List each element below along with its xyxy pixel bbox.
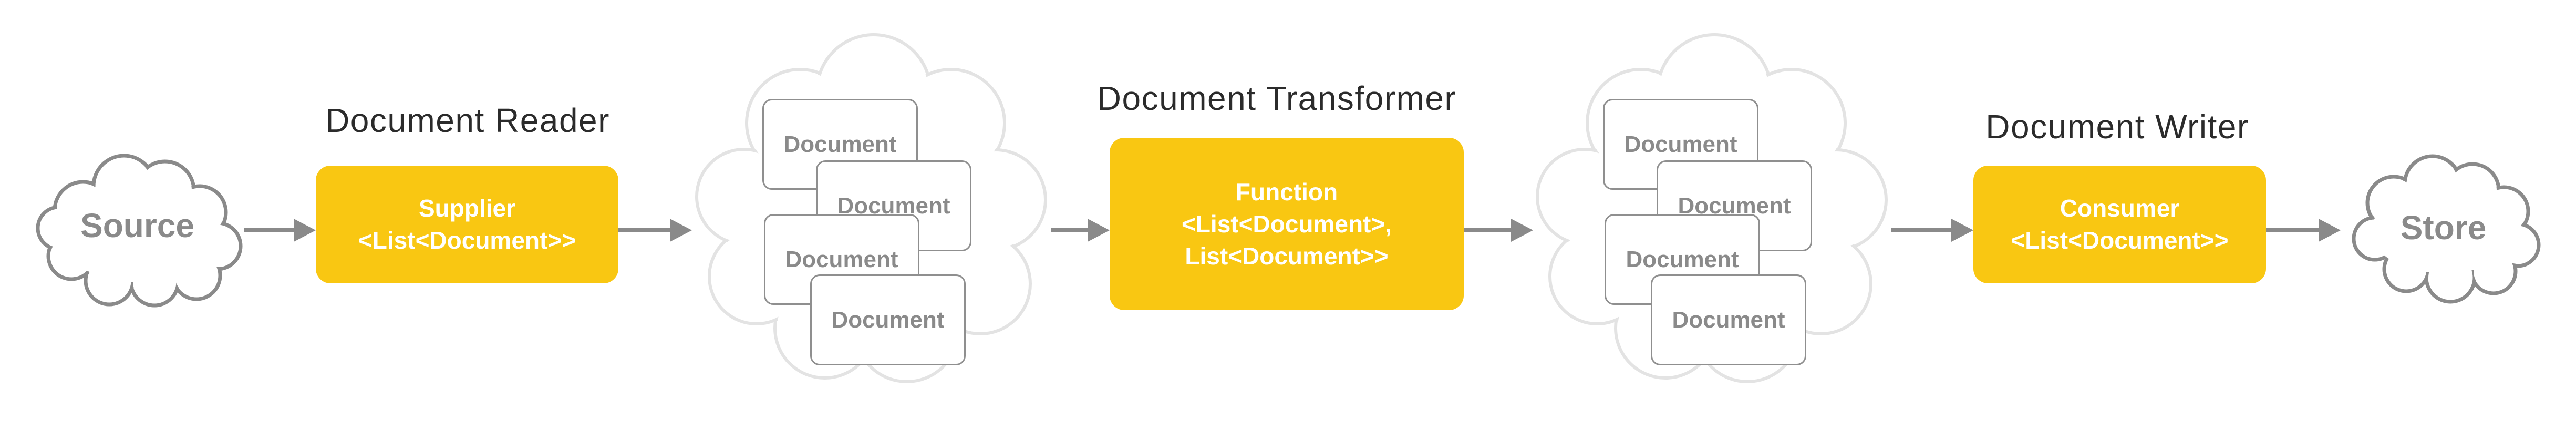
document-card-label: Document xyxy=(785,246,898,272)
arrow-shaft xyxy=(618,228,672,232)
flow-arrow-1 xyxy=(244,219,316,242)
node-label-line: Supplier xyxy=(418,195,516,222)
stage-title-document-writer: Document Writer xyxy=(1985,108,2249,146)
node-label-line: <List<Document>, xyxy=(1181,210,1392,238)
stage-title-document-reader: Document Reader xyxy=(325,101,610,139)
arrow-head-icon xyxy=(1951,219,1973,242)
flow-arrow-3 xyxy=(1051,219,1110,242)
node-label-line: Function xyxy=(1235,178,1338,206)
document-card-label: Document xyxy=(1626,246,1739,272)
flow-arrow-2 xyxy=(618,219,692,242)
arrow-shaft xyxy=(244,228,296,232)
cloud-documents-1: Document Document Document Document xyxy=(692,33,1051,395)
document-card-label: Document xyxy=(831,307,945,333)
flow-arrow-5 xyxy=(1891,219,1973,242)
arrow-head-icon xyxy=(1511,219,1533,242)
arrow-head-icon xyxy=(2319,219,2341,242)
document-card-label: Document xyxy=(1624,131,1737,157)
cloud-store: Store xyxy=(2342,147,2544,308)
node-label-line: Consumer xyxy=(2060,195,2180,222)
node-label-line: <List<Document>> xyxy=(358,227,576,254)
document-card: Document xyxy=(810,274,966,365)
arrow-shaft xyxy=(1891,228,1953,232)
document-card: Document xyxy=(1651,274,1806,365)
source-label: Source xyxy=(80,206,194,244)
node-consumer: Consumer <List<Document>> xyxy=(1973,166,2266,283)
node-supplier: Supplier <List<Document>> xyxy=(316,166,618,283)
document-card-label: Document xyxy=(1672,307,1785,333)
document-card-label: Document xyxy=(783,131,897,157)
store-label: Store xyxy=(2400,208,2487,247)
arrow-head-icon xyxy=(1088,219,1110,242)
node-label-line: <List<Document>> xyxy=(2011,227,2229,254)
cloud-source: Source xyxy=(30,143,244,308)
cloud-icon xyxy=(36,154,243,308)
flow-arrow-4 xyxy=(1464,219,1533,242)
stage-title-document-transformer: Document Transformer xyxy=(1096,79,1457,117)
cloud-documents-2: Document Document Document Document xyxy=(1533,33,1891,395)
node-label-line: List<Document>> xyxy=(1185,242,1389,270)
arrow-shaft xyxy=(2266,228,2321,232)
arrow-shaft xyxy=(1051,228,1090,232)
arrow-shaft xyxy=(1464,228,1513,232)
cloud-icon xyxy=(2352,154,2541,304)
flow-arrow-6 xyxy=(2266,219,2341,242)
arrow-head-icon xyxy=(294,219,316,242)
node-function: Function <List<Document>, List<Document>… xyxy=(1110,138,1464,310)
arrow-head-icon xyxy=(670,219,692,242)
